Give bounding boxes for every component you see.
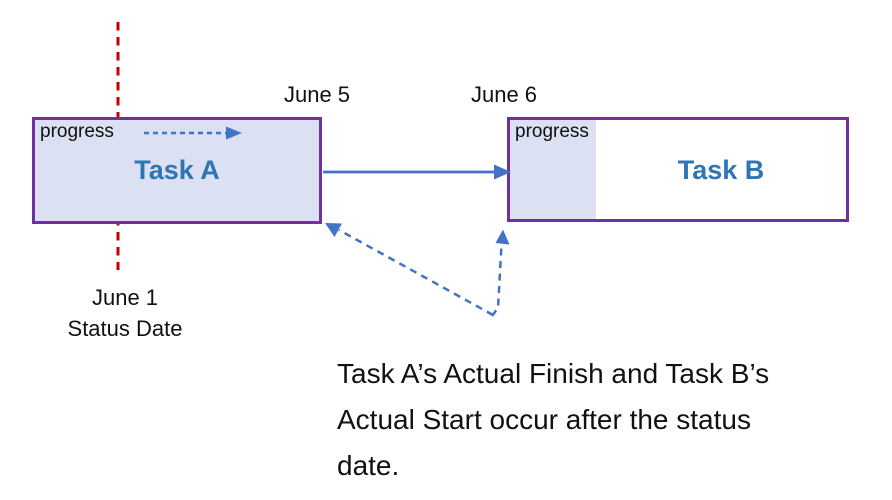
status-date-label: Status Date: [67, 316, 183, 341]
task-a-finish-date-label: June 5: [283, 82, 351, 107]
task-b-name: Task B: [677, 155, 765, 185]
task-a-name: Task A: [134, 155, 220, 185]
caption-line: date.: [337, 450, 400, 481]
annotation-arrowhead-task-b: [495, 229, 510, 245]
task-b-bar: progress Task B: [507, 117, 849, 222]
task-b-progress-label: progress: [515, 121, 589, 142]
task-b-progress-fill: [510, 120, 596, 219]
annotation-arrow-to-task-a: [338, 228, 494, 317]
status-date-value: June 1: [91, 285, 159, 310]
annotation-arrowhead-task-a: [325, 223, 342, 237]
caption-line: Task A’s Actual Finish and Task B’s: [337, 358, 770, 389]
annotation-arrow-to-task-b: [491, 244, 503, 317]
caption-line: Actual Start occur after the status: [337, 404, 751, 435]
caption-text: Task A’s Actual Finish and Task B’s Actu…: [337, 351, 882, 489]
task-a-bar: progress Task A: [32, 117, 322, 224]
task-b-start-date-label: June 6: [470, 82, 538, 107]
task-a-progress-label: progress: [40, 121, 114, 142]
